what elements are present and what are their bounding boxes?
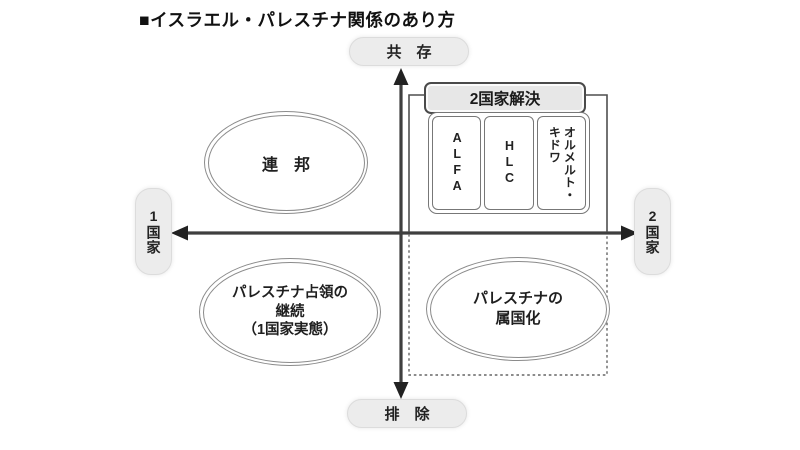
up-arrow-icon [393, 68, 409, 85]
bracket-connector-right [581, 94, 608, 232]
right-arrow-icon [621, 225, 638, 241]
page-title: ■イスラエル・パレスチナ関係のあり方 [139, 10, 456, 30]
solution-items-box: ALFA HLC オルメルト・ キドワ [428, 112, 590, 214]
axis-label-two-state: 2国家 [634, 188, 671, 275]
ellipse-occupation-continuation: パレスチナ占領の 継続 （1国家実態） [199, 258, 381, 366]
left-arrow-icon [171, 225, 188, 241]
ellipse-vassalization: パレスチナの 属国化 [426, 257, 610, 361]
solution-item-olmert-qidwa: オルメルト・ キドワ [536, 116, 586, 210]
dashed-region-outline [408, 234, 608, 376]
axis-label-coexistence: 共 存 [349, 37, 469, 66]
two-state-solution-label: 2国家解決 [424, 82, 586, 114]
down-arrow-icon [393, 382, 409, 399]
solution-item-hlc: HLC [484, 116, 534, 210]
axis-label-one-state: 1国家 [135, 188, 172, 275]
solution-item-alfa: ALFA [432, 116, 482, 210]
axis-label-exclusion: 排 除 [347, 399, 467, 428]
bracket-connector-left [408, 94, 425, 232]
ellipse-federation-label: 連 邦 [261, 156, 310, 174]
ellipse-federation: 連 邦 [204, 111, 368, 214]
